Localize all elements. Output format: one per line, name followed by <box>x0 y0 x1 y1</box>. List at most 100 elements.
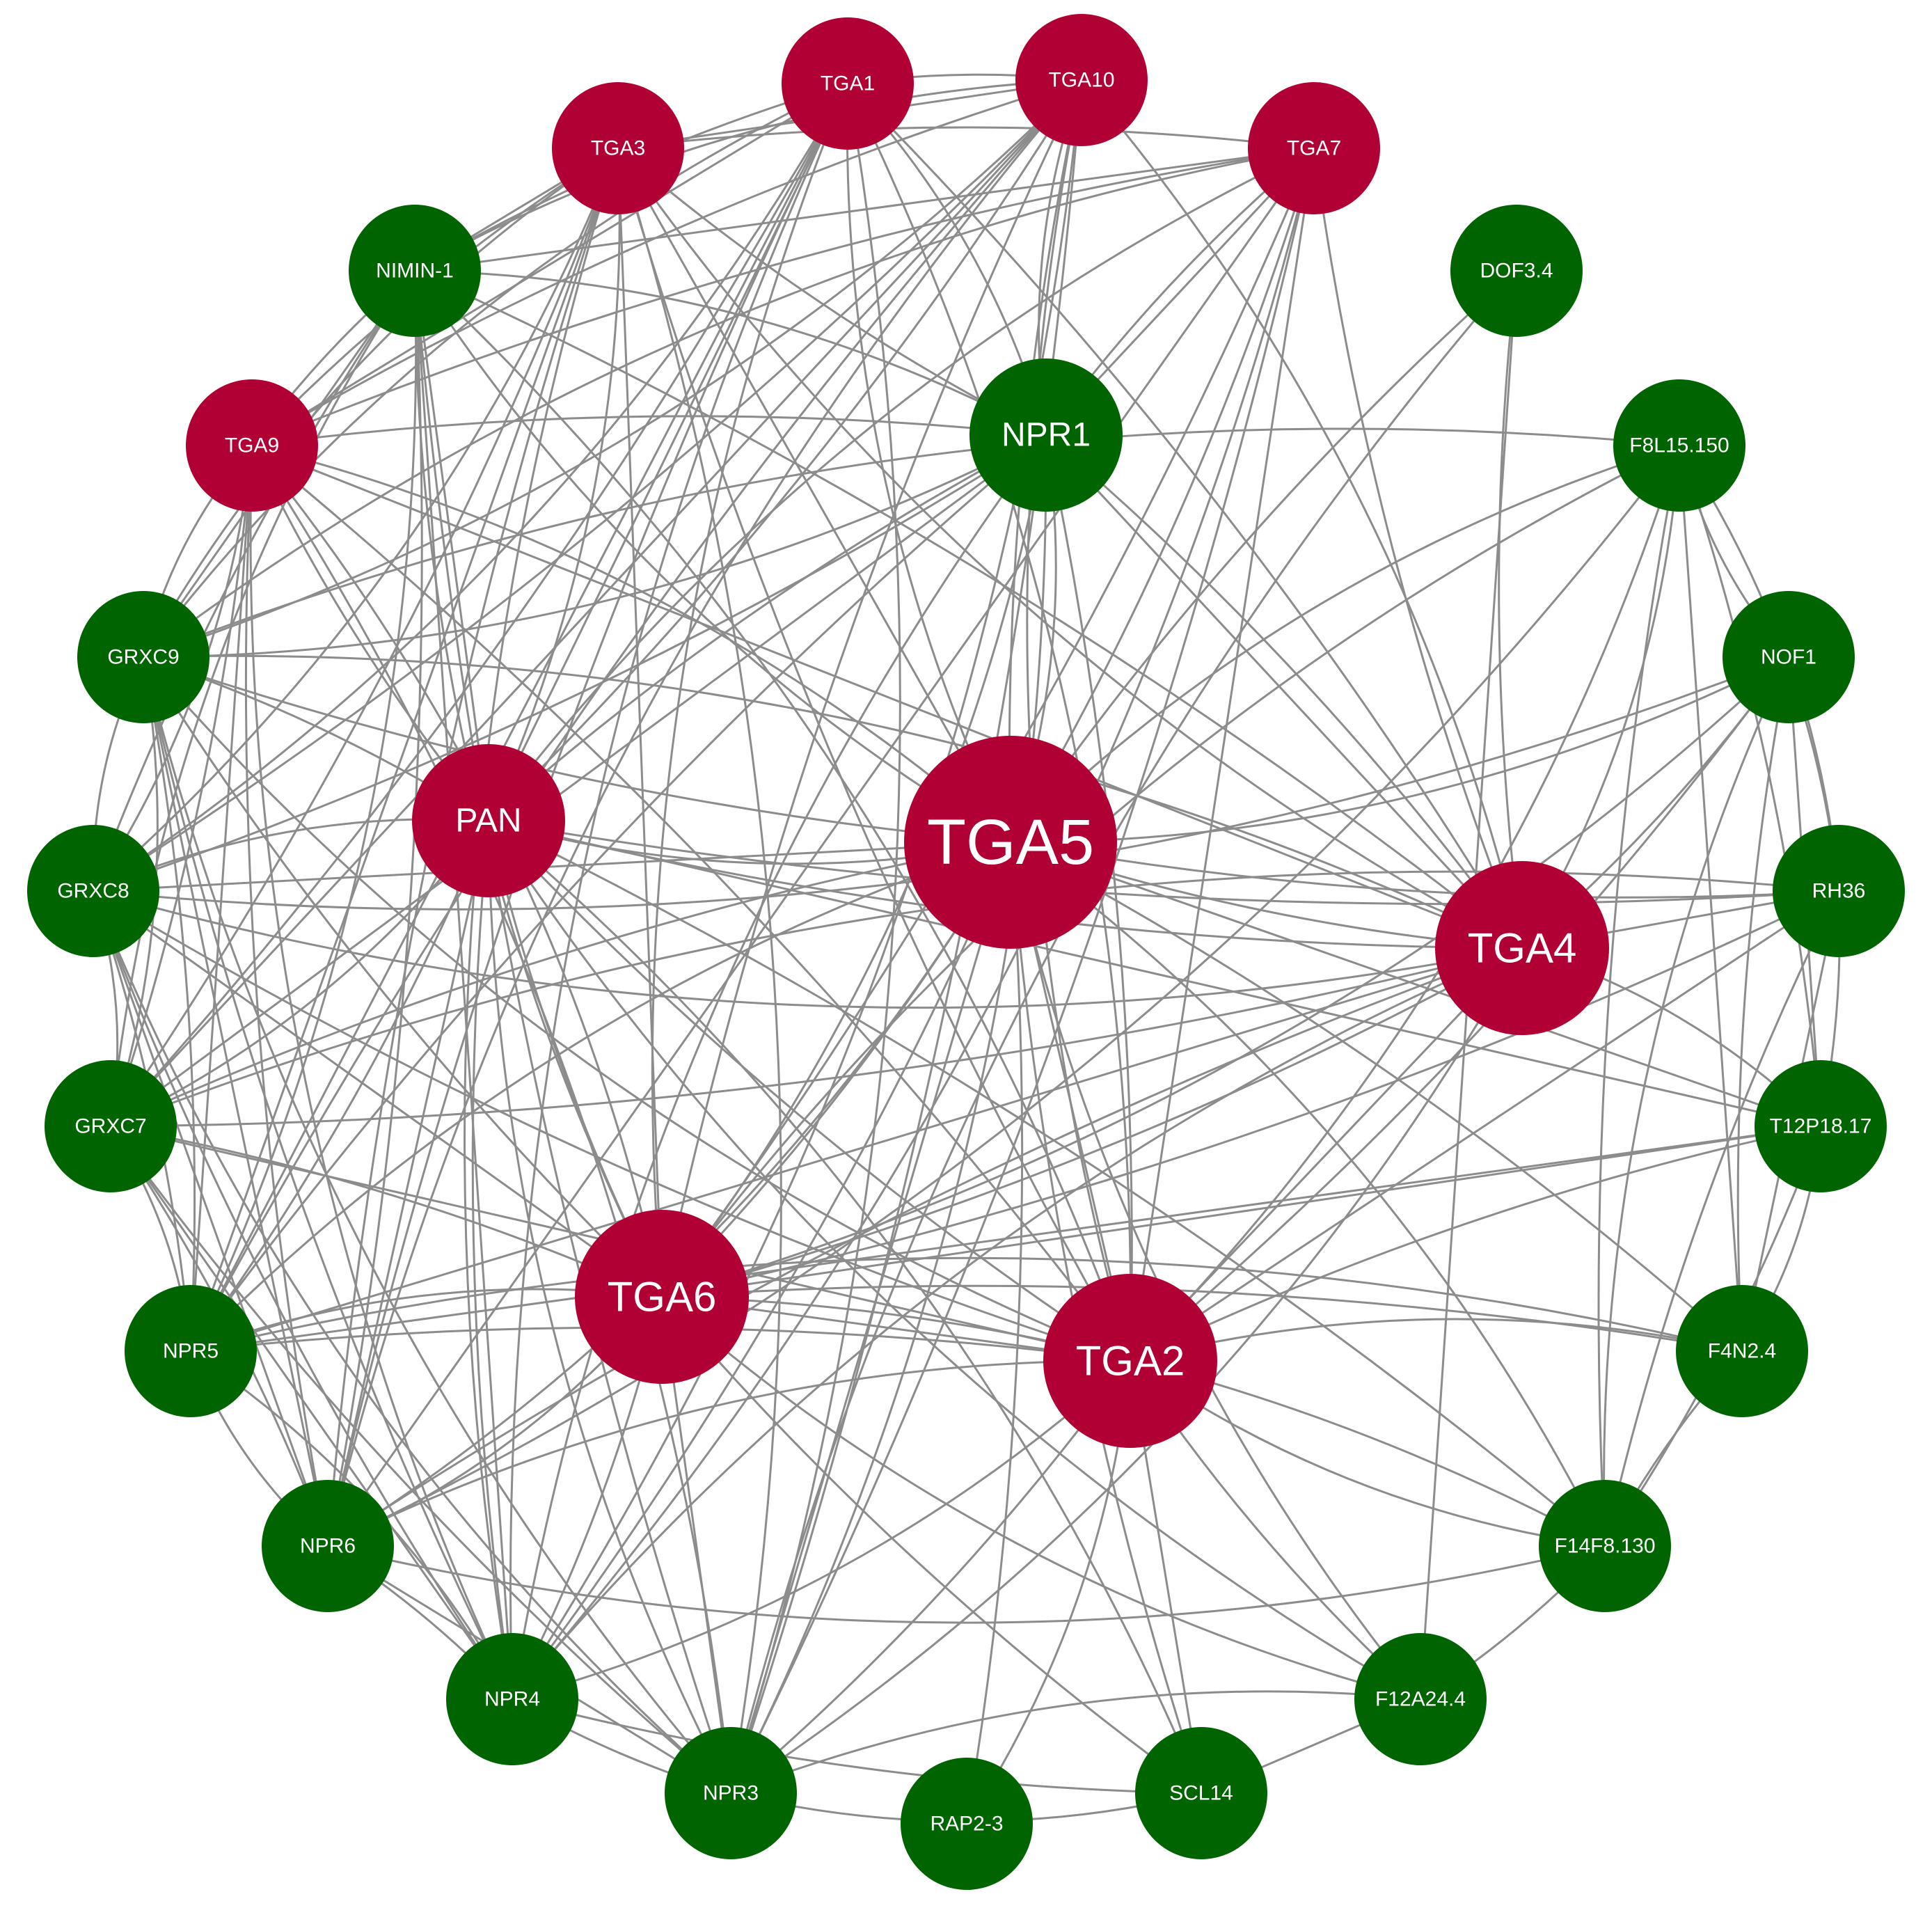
node-nof1[interactable]: NOF1 <box>1723 591 1855 723</box>
edge-grxc9-npr3 <box>142 656 732 1794</box>
edge-nof1-f4n2-4 <box>1736 656 1790 1352</box>
node-pan[interactable]: PAN <box>412 744 565 897</box>
node-tga4[interactable]: TGA4 <box>1435 861 1609 1035</box>
node-f12a24-4[interactable]: F12A24.4 <box>1354 1633 1487 1765</box>
edge-tga2-nimin-1 <box>413 269 1132 1362</box>
node-grxc9[interactable]: GRXC9 <box>77 591 209 723</box>
node-label: F8L15.150 <box>1629 434 1729 457</box>
node-npr1[interactable]: NPR1 <box>969 358 1123 512</box>
edge-f8l15-150-f14f8-130 <box>1597 445 1681 1547</box>
edge-tga10-npr5 <box>189 79 1083 1352</box>
edge-tga4-grxc9 <box>143 654 1523 949</box>
edge-t12p18-17-npr5 <box>190 1125 1821 1353</box>
edge-dof3-4-tga5 <box>1009 269 1517 843</box>
node-tga9[interactable]: TGA9 <box>186 379 318 512</box>
edge-tga5-grxc7 <box>110 841 1011 1128</box>
edge-grxc9-npr4 <box>142 656 514 1700</box>
edge-tga7-npr6 <box>326 148 1315 1547</box>
edge-tga2-f4n2-4 <box>1130 1318 1743 1362</box>
edge-tga3-tga7 <box>617 126 1315 150</box>
edge-tga4-nimin-1 <box>414 269 1523 949</box>
node-label: T12P18.17 <box>1770 1115 1872 1138</box>
edge-tga10-npr6 <box>326 79 1083 1547</box>
edge-tga4-grxc8 <box>93 890 1523 1009</box>
node-tga10[interactable]: TGA10 <box>1015 14 1148 146</box>
edge-tga5-rh36 <box>1010 841 1839 899</box>
node-label: TGA5 <box>927 807 1094 878</box>
edge-tga10-npr3 <box>729 79 1083 1794</box>
node-tga2[interactable]: TGA2 <box>1043 1274 1217 1448</box>
edge-npr1-tga4 <box>1045 434 1523 949</box>
node-f4n2-4[interactable]: F4N2.4 <box>1676 1285 1808 1417</box>
node-grxc8[interactable]: GRXC8 <box>27 825 159 957</box>
node-label: NPR4 <box>484 1688 540 1711</box>
node-scl14[interactable]: SCL14 <box>1135 1727 1267 1859</box>
node-npr6[interactable]: NPR6 <box>262 1480 394 1612</box>
edge-tga4-dof3-4 <box>1498 270 1523 949</box>
node-tga5[interactable]: TGA5 <box>904 736 1117 949</box>
node-label: NPR1 <box>1001 417 1091 454</box>
node-label: RAP2-3 <box>930 1813 1003 1836</box>
edge-tga4-npr4 <box>511 947 1523 1700</box>
node-label: TGA3 <box>591 137 645 160</box>
node-circle <box>1015 14 1148 146</box>
node-label: TGA1 <box>821 72 875 95</box>
edge-tga9-npr3 <box>251 445 732 1794</box>
node-npr5[interactable]: NPR5 <box>125 1285 257 1417</box>
node-nimin-1[interactable]: NIMIN-1 <box>349 205 481 337</box>
node-tga6[interactable]: TGA6 <box>575 1210 749 1384</box>
node-f14f8-130[interactable]: F14F8.130 <box>1539 1480 1671 1612</box>
edge-f14f8-130-npr6 <box>327 1545 1606 1624</box>
edge-tga4-tga3 <box>617 148 1523 949</box>
node-label: GRXC7 <box>74 1115 146 1138</box>
node-tga3[interactable]: TGA3 <box>552 82 684 214</box>
edge-pan-tga3 <box>487 148 621 821</box>
edge-tga4-tga10 <box>1080 79 1523 949</box>
node-circle <box>1450 205 1583 337</box>
node-dof3-4[interactable]: DOF3.4 <box>1450 205 1583 337</box>
edge-tga2-tga3 <box>617 148 1132 1362</box>
node-tga7[interactable]: TGA7 <box>1248 82 1380 214</box>
edge-f8l15-150-npr6 <box>327 445 1681 1547</box>
node-label: F12A24.4 <box>1375 1688 1466 1711</box>
node-circle <box>1773 825 1905 957</box>
edge-tga3-npr3 <box>617 148 782 1794</box>
node-circle <box>575 1210 749 1384</box>
node-circle <box>1135 1727 1267 1859</box>
node-label: GRXC8 <box>57 880 129 903</box>
node-label: TGA6 <box>608 1274 717 1320</box>
node-rh36[interactable]: RH36 <box>1773 825 1905 957</box>
edge-tga2-npr4 <box>512 1359 1132 1701</box>
edge-tga4-npr5 <box>190 947 1523 1353</box>
edge-tga7-npr4 <box>511 148 1315 1700</box>
node-circle <box>1539 1480 1671 1612</box>
node-rap2-3[interactable]: RAP2-3 <box>901 1758 1033 1890</box>
edge-tga5-nof1 <box>1010 656 1789 844</box>
edge-f12a24-4-pan <box>487 820 1421 1701</box>
node-grxc7[interactable]: GRXC7 <box>45 1060 177 1192</box>
edge-tga2-rh36 <box>1130 890 1839 1362</box>
edge-grxc8-npr6 <box>92 890 329 1547</box>
node-npr3[interactable]: NPR3 <box>665 1727 797 1859</box>
node-label: TGA10 <box>1048 69 1114 92</box>
node-t12p18-17[interactable]: T12P18.17 <box>1755 1060 1887 1192</box>
edge-tga6-nof1 <box>661 656 1790 1298</box>
edge-nof1-f14f8-130 <box>1603 656 1790 1547</box>
edge-nimin-1-npr5 <box>189 270 418 1352</box>
node-circle <box>27 825 159 957</box>
edge-tga4-grxc7 <box>110 947 1523 1128</box>
edge-tga6-f4n2-4 <box>661 1284 1743 1353</box>
edge-npr1-npr3 <box>729 434 1047 1794</box>
edge-tga4-npr6 <box>327 947 1523 1547</box>
node-npr4[interactable]: NPR4 <box>446 1633 578 1765</box>
edge-tga7-nimin-1 <box>414 147 1315 272</box>
edge-tga1-npr4 <box>509 83 849 1700</box>
edge-tga1-npr5 <box>189 83 849 1352</box>
node-label: F14F8.130 <box>1554 1535 1655 1558</box>
edge-tga9-grxc7 <box>109 445 253 1127</box>
node-tga1[interactable]: TGA1 <box>782 17 914 150</box>
node-f8l15-150[interactable]: F8L15.150 <box>1613 379 1745 512</box>
edge-tga2-tga1 <box>846 83 1132 1362</box>
